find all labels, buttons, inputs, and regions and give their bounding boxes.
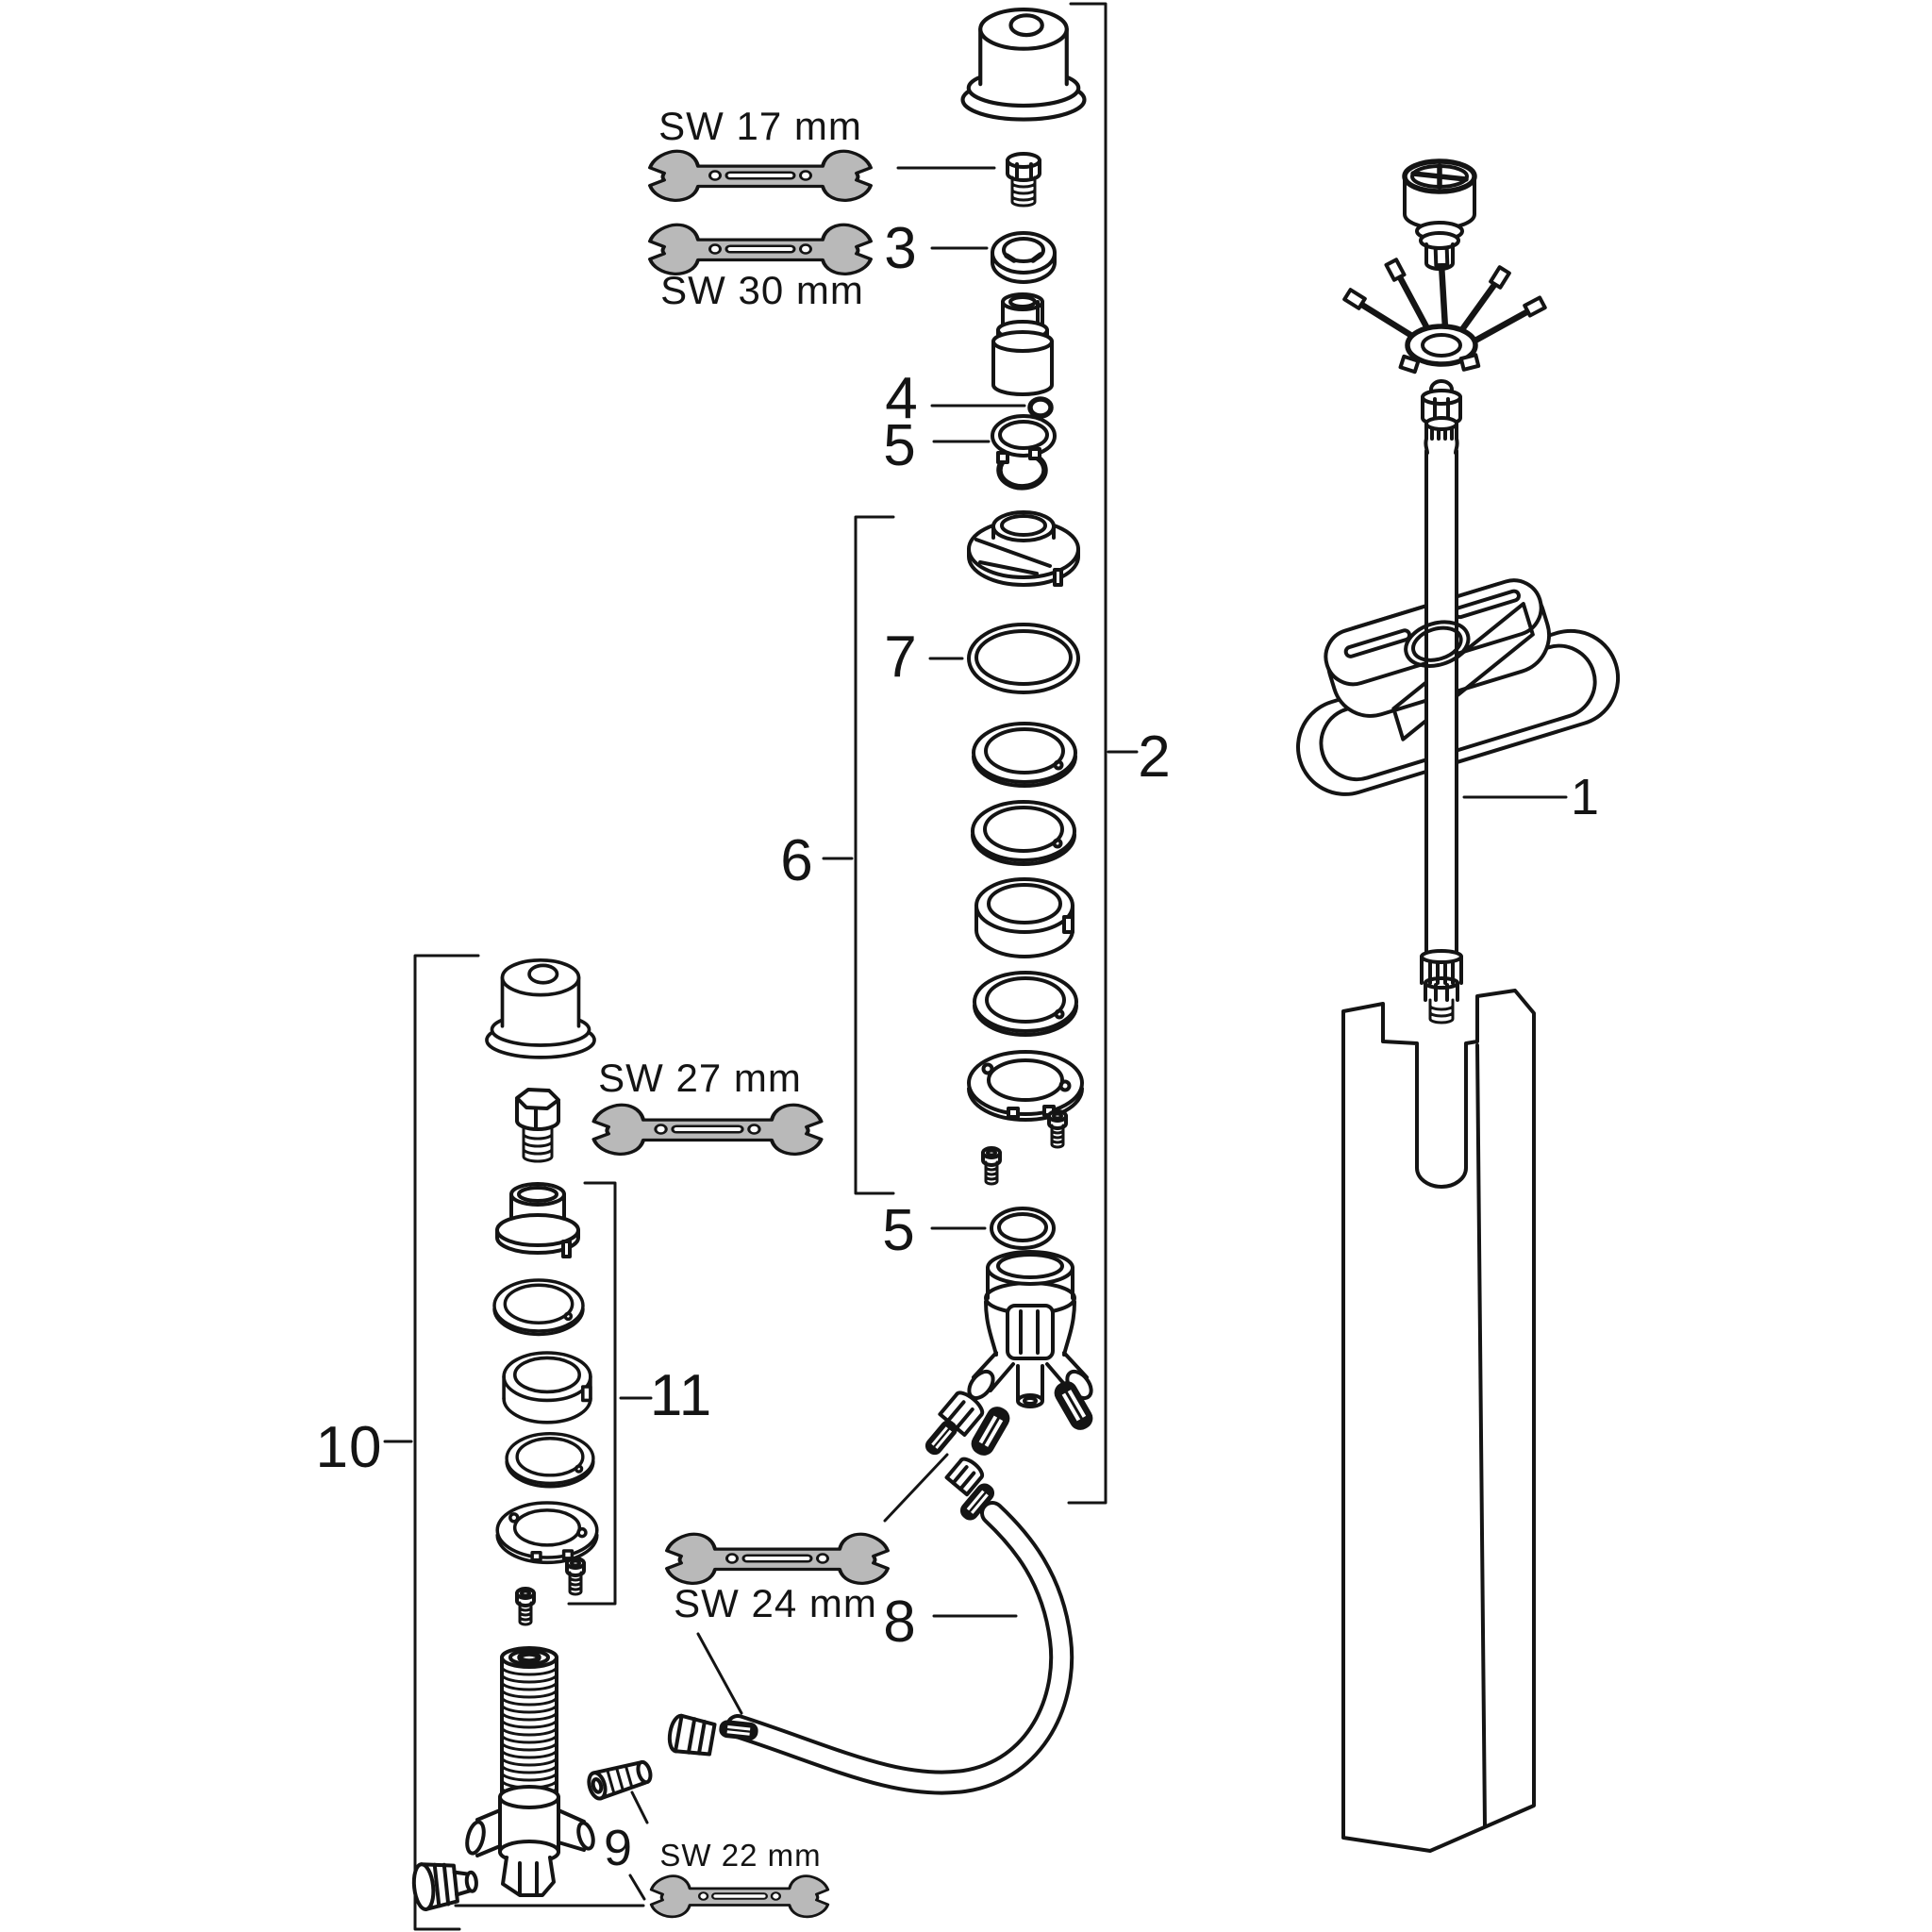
part-nipple-fitting xyxy=(587,1759,653,1801)
part-aerator-insert xyxy=(1402,158,1477,271)
callout-9: 9 xyxy=(604,1820,632,1876)
wrench-sw30-icon xyxy=(648,223,873,276)
part-screw-c xyxy=(565,1557,586,1596)
part-spacer-ring-3 xyxy=(973,971,1078,1037)
part-spacer-ring-thick-2 xyxy=(502,1351,592,1424)
part-spacer-ring-4 xyxy=(492,1278,585,1337)
part-hex-plug xyxy=(515,1088,560,1163)
part-oring-large xyxy=(967,623,1080,694)
bracket-group-11 xyxy=(567,1181,653,1606)
part-deck-plate-boss xyxy=(1404,620,1471,668)
callout-5: 5 xyxy=(883,413,916,478)
part-screw-b xyxy=(981,1146,1002,1186)
callout-7: 7 xyxy=(884,625,917,690)
part-handle-cap xyxy=(963,9,1085,119)
bracket-group-2 xyxy=(1067,2,1139,1505)
part-flanged-bushing xyxy=(495,1182,580,1258)
part-spider-washer xyxy=(1342,245,1547,375)
bracket-group-10 xyxy=(383,954,480,1931)
part-hex-cap-plug xyxy=(411,1862,478,1911)
wrench-sw27-icon xyxy=(593,1105,821,1154)
part-oring-upper xyxy=(991,414,1057,458)
bracket-group-6 xyxy=(822,515,895,1195)
callout-5b: 5 xyxy=(882,1198,915,1263)
leader-lines xyxy=(454,166,1568,1907)
hose-nut xyxy=(944,1457,985,1497)
callout-3: 3 xyxy=(884,216,917,281)
wrench-icon xyxy=(665,1532,890,1586)
part-oring-lower xyxy=(990,1207,1056,1250)
wrench-icon xyxy=(648,149,873,203)
part-riser-rod xyxy=(1424,449,1458,958)
callout-8: 8 xyxy=(883,1590,916,1655)
part-mounting-block xyxy=(1341,989,1536,1853)
label-sw22: SW 22 mm xyxy=(659,1838,821,1873)
hose-ferrule-icon xyxy=(718,1719,759,1741)
callout-labels: SW 17 mm SW 30 mm SW 27 mm SW 24 mm SW 2… xyxy=(316,104,1600,1876)
part-spacer-ring-thick xyxy=(974,877,1074,958)
callout-11: 11 xyxy=(650,1363,712,1428)
part-spacer-ring-1 xyxy=(972,722,1077,788)
part-base-flange-2 xyxy=(495,1501,599,1565)
part-base-flange xyxy=(967,1050,1084,1122)
part-escutcheon-holder xyxy=(967,510,1080,587)
part-handle-cap-2 xyxy=(485,958,596,1059)
label-sw27: SW 27 mm xyxy=(598,1056,802,1100)
callout-4: 4 xyxy=(885,366,918,431)
part-screw-d xyxy=(515,1587,536,1626)
part-threaded-shank-tee xyxy=(465,1646,595,1897)
part-set-screw xyxy=(1006,152,1041,208)
wrench-icon xyxy=(593,1105,821,1154)
hose-nut xyxy=(667,1713,717,1757)
part-oring-tiny xyxy=(1027,396,1054,419)
callout-10: 10 xyxy=(316,1415,383,1480)
part-screw-a xyxy=(1047,1109,1068,1149)
wrench-sw22-icon xyxy=(649,1874,830,1919)
wrench-sw17-icon xyxy=(648,149,873,203)
callout-2: 2 xyxy=(1138,724,1171,790)
part-c-clip xyxy=(996,447,1048,491)
wrench-sw24-icon xyxy=(665,1532,890,1586)
part-valve-housing xyxy=(922,1250,1097,1460)
part-rod-top-connector xyxy=(1421,379,1462,455)
label-sw30: SW 30 mm xyxy=(660,268,864,312)
callout-1: 1 xyxy=(1571,769,1599,825)
part-spacer-ring-5 xyxy=(505,1431,595,1489)
label-sw17: SW 17 mm xyxy=(658,104,862,148)
wrench-icon xyxy=(648,223,873,276)
part-adapter-sleeve xyxy=(991,292,1054,396)
part-ring-nut xyxy=(991,231,1057,284)
label-sw24: SW 24 mm xyxy=(674,1581,877,1625)
part-connection-hose xyxy=(667,1457,1074,1795)
wrench-icon xyxy=(649,1874,830,1919)
part-rod-bottom-connector xyxy=(1420,949,1463,1024)
hose-union-nut xyxy=(922,1391,985,1458)
part-spacer-ring-2 xyxy=(971,800,1076,866)
callout-6: 6 xyxy=(780,828,813,893)
